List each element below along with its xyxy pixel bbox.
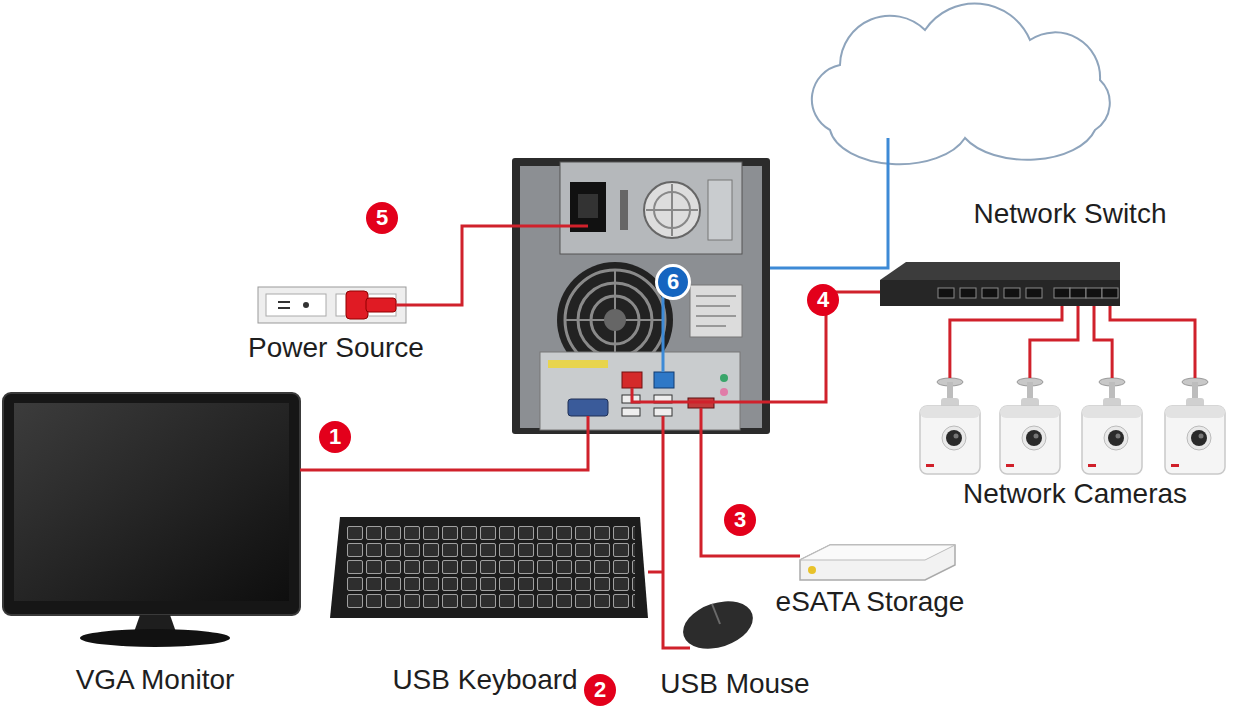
vga-cable [300,416,588,470]
power-plug [366,298,396,312]
callout-number: 6 [655,264,691,300]
vga-monitor: VGA Monitor [0,392,310,702]
device-caption: Network Switch [920,198,1220,230]
nvr-body [512,158,770,434]
power-cable [396,226,588,305]
esata-drive [800,545,955,580]
callout-number: 2 [584,674,616,706]
socket-slot [278,301,290,303]
callout-number: 1 [319,421,351,453]
device-caption: VGA Monitor [0,664,310,696]
monitor-base [80,629,230,647]
callout-number: 4 [807,284,839,316]
psu-fan-grill [646,184,698,236]
switch-port [1004,288,1020,298]
network-camera [1165,378,1225,474]
network-camera [1082,378,1142,474]
switch-port [982,288,998,298]
switch-port [1054,288,1070,298]
keyboard-keys [346,525,635,610]
audio-jack [720,374,728,382]
switch-port [1102,288,1118,298]
socket-ground [303,302,309,308]
device-caption: Power Source [236,332,436,364]
mouse-button-split [712,604,720,624]
switch-port [938,288,954,298]
power-plug [346,291,368,319]
case-fan-hub [604,309,626,331]
psu-switch [620,190,628,230]
esata-drive-top [800,545,955,560]
usb-port [622,408,640,416]
internet-cloud [812,3,1110,164]
network-switch: Network Switch [880,198,1210,306]
sticker-lines [696,296,736,326]
esata-led [808,566,816,574]
network-cameras: Network Cameras [915,378,1235,514]
switch-port [1026,288,1042,298]
keyboard-body [330,517,648,618]
usb-keyboard: USB Keyboard [320,512,650,700]
usb-mouse: USB Mouse [640,600,830,710]
audio-jack [720,388,728,396]
device-caption: Network Cameras [915,478,1235,510]
esata-storage: eSATA Storage [760,540,980,622]
power-socket-inner [578,194,598,218]
switch-port [960,288,976,298]
psu-plate [560,162,742,254]
usb-port [654,408,672,416]
callout-number: 3 [724,504,756,536]
network-camera [1000,378,1060,474]
power-source: Power Source [236,284,436,364]
lan-cable [632,292,880,402]
device-caption: eSATA Storage [760,586,980,618]
io-panel [540,352,740,430]
wall-outlet [258,287,406,323]
usb-cable [663,416,690,648]
usb-cable [648,571,663,574]
callout-number: 5 [366,202,398,234]
socket-slot [278,307,290,309]
vga-port [568,399,608,416]
outlet-socket [266,294,326,316]
network-camera [920,378,980,474]
switch-port [1070,288,1086,298]
rating-sticker [690,285,742,337]
switch-port [1086,288,1102,298]
switch-top [880,262,1120,280]
ethernet-cable [950,306,1195,378]
device-caption: USB Mouse [640,668,830,700]
monitor-bezel [3,393,300,615]
switch-front [880,280,1120,306]
psu-label [708,180,732,240]
io-panel-stripe [548,360,608,368]
esata-cable [701,408,800,556]
lan-port [622,372,642,388]
psu-fan [644,182,700,238]
monitor-screen [14,403,289,601]
lan-port [654,372,674,388]
